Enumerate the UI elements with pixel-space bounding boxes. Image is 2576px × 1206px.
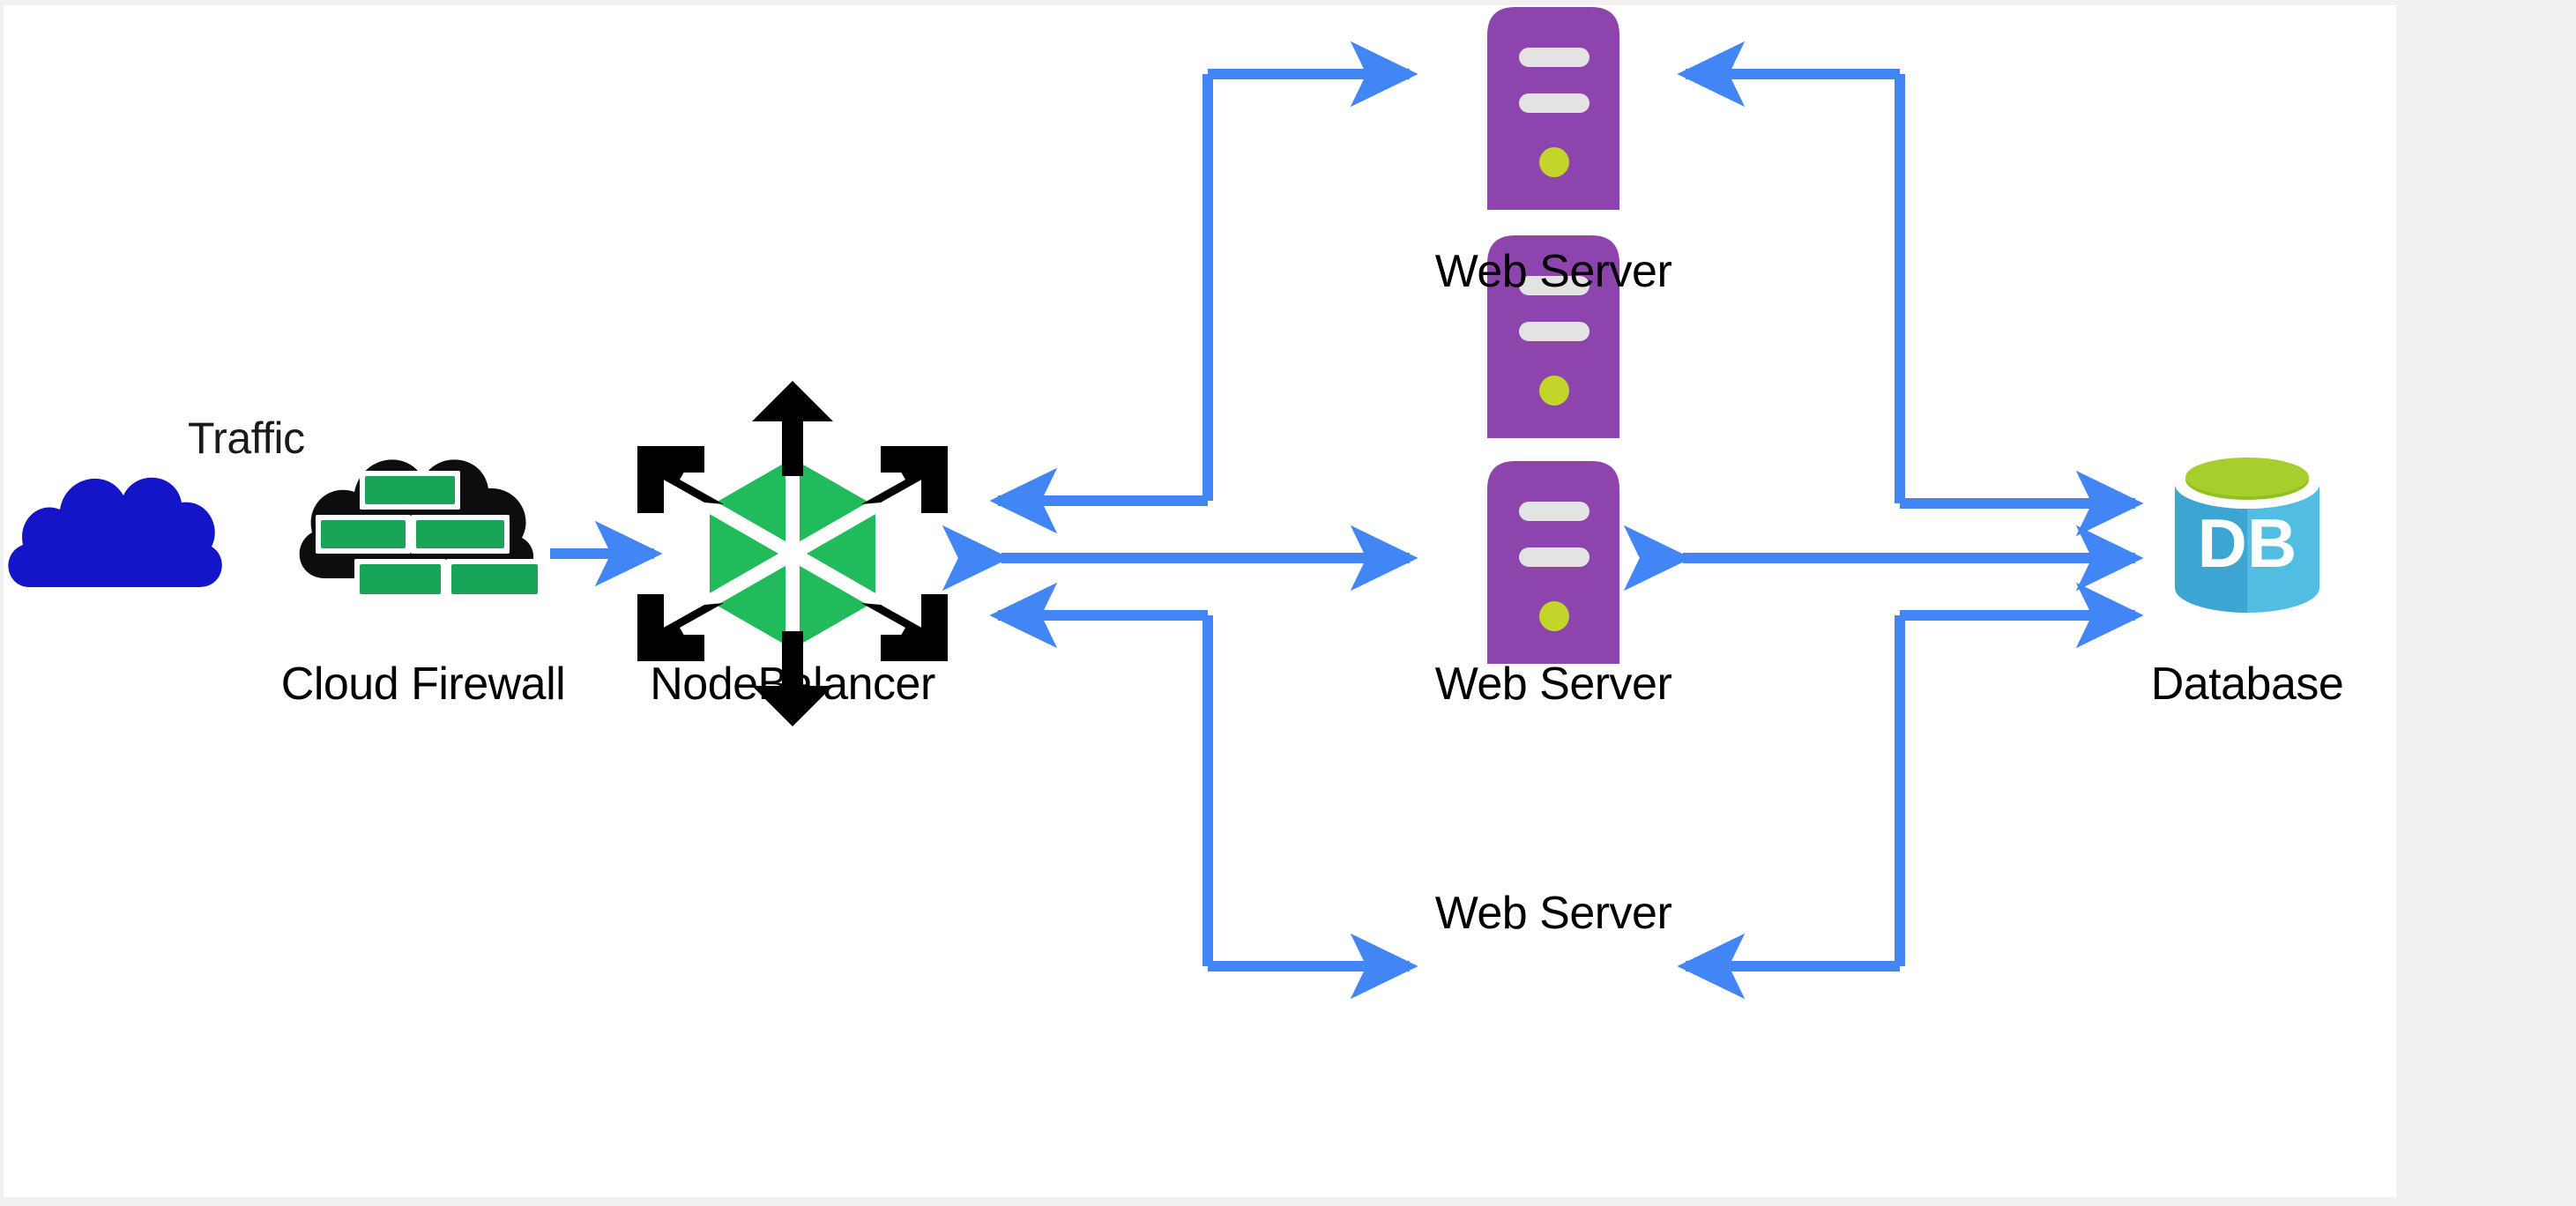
db-badge-label: DB xyxy=(2198,504,2297,582)
diagram-canvas: DB Traffic Cloud Firewall NodeBalancer W… xyxy=(4,5,2396,1197)
server-tower-icon[interactable] xyxy=(1487,7,1619,210)
web-server-bottom-label: Web Server xyxy=(1434,888,1672,939)
server-tower-icon[interactable] xyxy=(1487,461,1619,664)
database-label: Database xyxy=(2150,659,2344,710)
nodebalancer-hexagon-icon[interactable] xyxy=(637,381,948,726)
traffic-label: Traffic xyxy=(188,413,305,463)
firewall-bricks xyxy=(316,471,543,599)
web-server-middle-label: Web Server xyxy=(1434,659,1672,710)
connector-layer xyxy=(129,41,2144,1000)
database-cylinder-icon[interactable]: DB xyxy=(2168,450,2327,616)
server-tower-icon[interactable] xyxy=(1487,235,1619,438)
firewall-cloud-icon[interactable] xyxy=(299,459,543,599)
cloud-firewall-label: Cloud Firewall xyxy=(280,659,566,710)
cloud-icon[interactable] xyxy=(8,477,222,587)
nodebalancer-label: NodeBalancer xyxy=(650,659,935,710)
nodebalancer-arrows xyxy=(637,381,948,726)
web-server-top-label: Web Server xyxy=(1434,246,1672,297)
architecture-diagram: DB xyxy=(8,7,2327,1000)
